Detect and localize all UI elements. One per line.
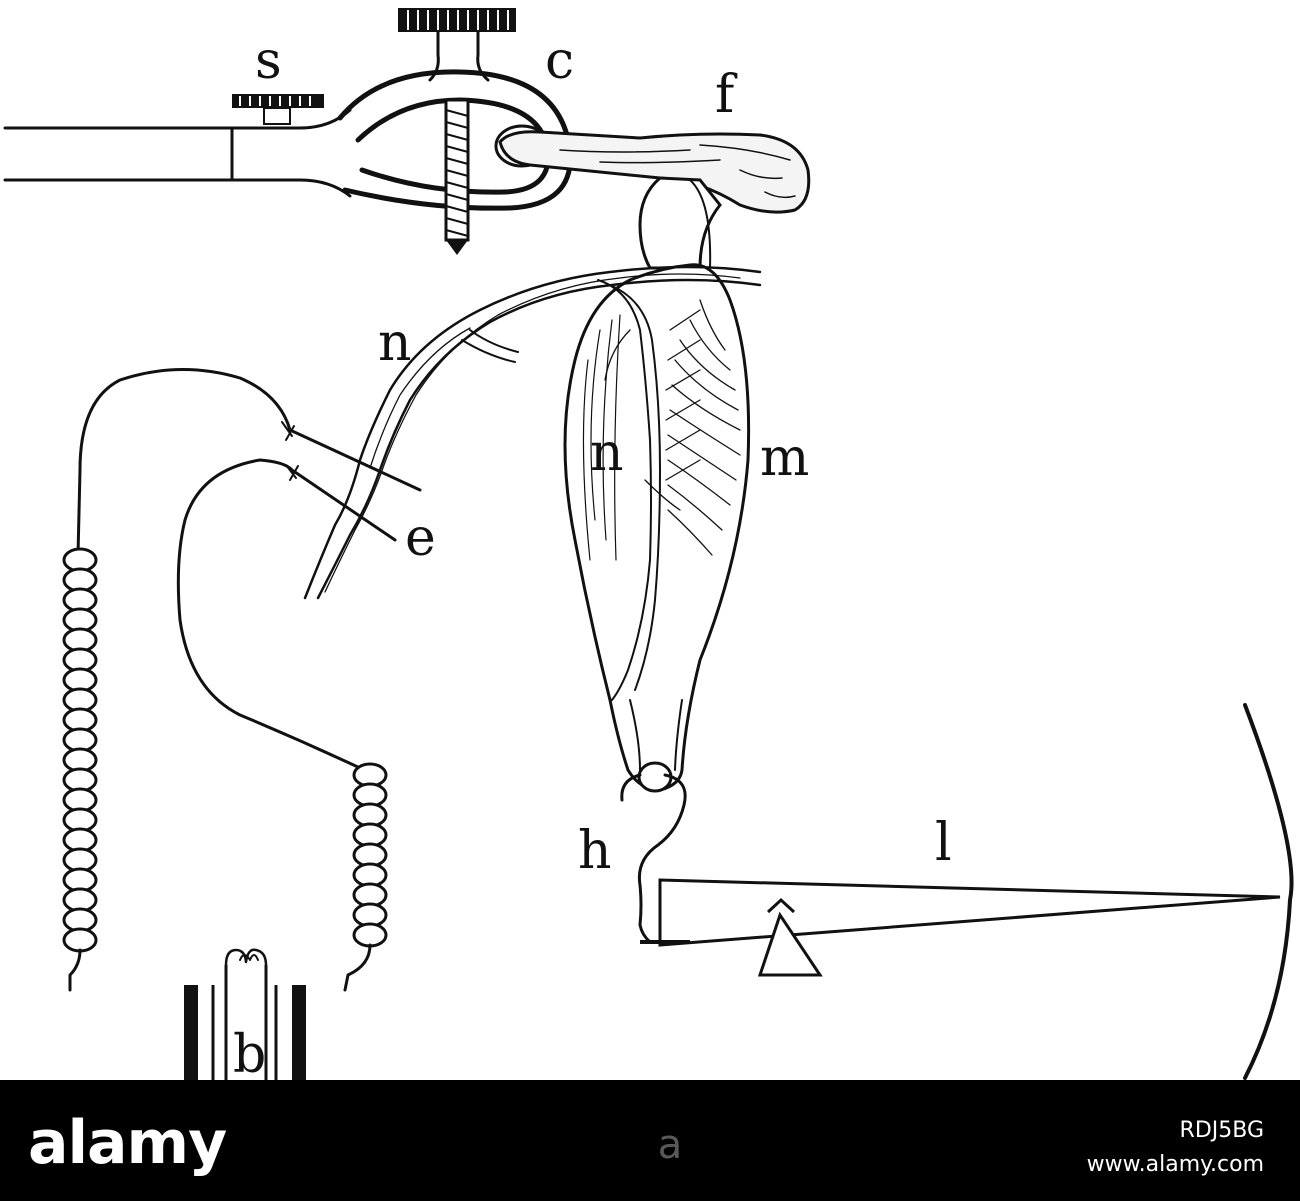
alamy-logo: alamy	[28, 1108, 227, 1178]
set-screw-icon	[232, 94, 324, 125]
label-e: e	[405, 508, 436, 568]
sciatic-nerve	[303, 265, 762, 701]
site-url: www.alamy.com	[1086, 1152, 1264, 1177]
writing-lever	[640, 878, 1281, 947]
secondary-induction-coil	[352, 762, 388, 948]
gastrocnemius-muscle	[563, 263, 751, 793]
fulcrum-icon	[757, 897, 823, 977]
clamp-rod	[3, 108, 352, 198]
label-n-upper: n	[378, 313, 412, 373]
battery-icon	[68, 943, 372, 1080]
clamp-thumb-screw-icon	[398, 8, 516, 255]
recording-drum	[1243, 703, 1294, 1080]
label-l: l	[935, 813, 952, 873]
label-c: c	[545, 31, 574, 91]
label-h: h	[578, 821, 612, 881]
label-f: f	[715, 65, 738, 125]
primary-induction-coil	[62, 547, 98, 953]
electrode-wires	[76, 368, 422, 770]
image-id: RDJ5BG	[1179, 1118, 1264, 1143]
watermark-bar: alamy a RDJ5BG www.alamy.com	[0, 1080, 1300, 1201]
femur-bone	[498, 130, 811, 214]
alamy-mid-logo: a	[657, 1122, 683, 1168]
label-m: m	[760, 428, 809, 488]
muscle-tendon-origin	[638, 176, 722, 270]
label-s: s	[255, 31, 282, 91]
label-n-lower: n	[590, 423, 624, 483]
muscle-hook	[620, 773, 687, 944]
label-b: b	[233, 1025, 266, 1080]
